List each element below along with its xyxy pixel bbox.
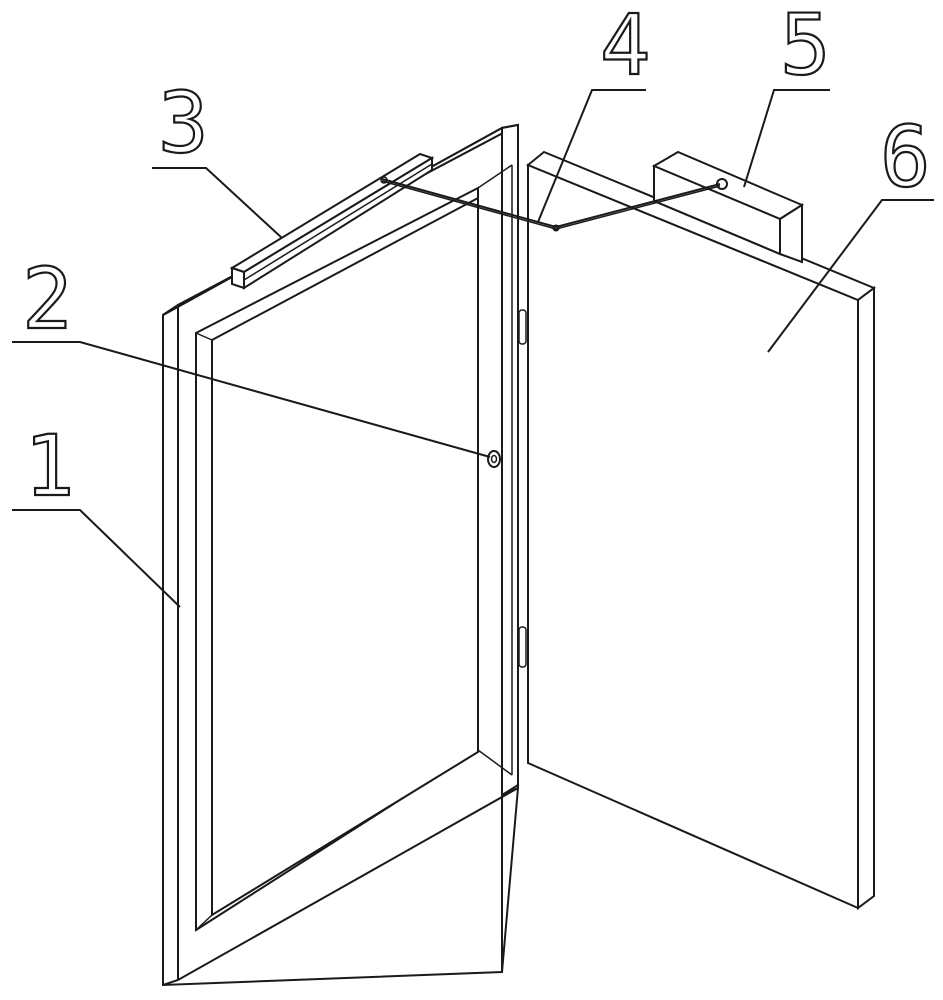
door-frame [162,123,519,987]
hinge-lower [518,626,527,668]
leader-2 [12,341,491,458]
leader-1 [12,509,181,608]
leader-5 [743,89,830,188]
leader-3 [152,167,283,239]
callout-4: 4 [600,0,651,94]
callout-2: 2 [22,250,73,348]
callout-3: 3 [158,74,209,172]
callout-6: 6 [880,108,931,206]
callout-labels: 1 2 3 4 5 6 [21,0,932,516]
frame-side-face-2 [501,123,519,797]
leader-4 [537,89,646,223]
door-leaf [526,150,877,910]
rail-front-face [231,266,245,290]
hinges [518,309,527,668]
hinge-upper [518,309,527,345]
slide-rail [229,152,435,290]
rail-side-face [243,156,433,290]
callout-5: 5 [780,0,831,94]
callout-1: 1 [24,417,75,515]
door-leaf-side-face [857,286,875,910]
leader-6 [767,199,934,353]
closer-arm [380,176,728,232]
frame-knob [487,450,501,468]
leader-lines [12,89,934,608]
bracket-block [651,150,805,264]
